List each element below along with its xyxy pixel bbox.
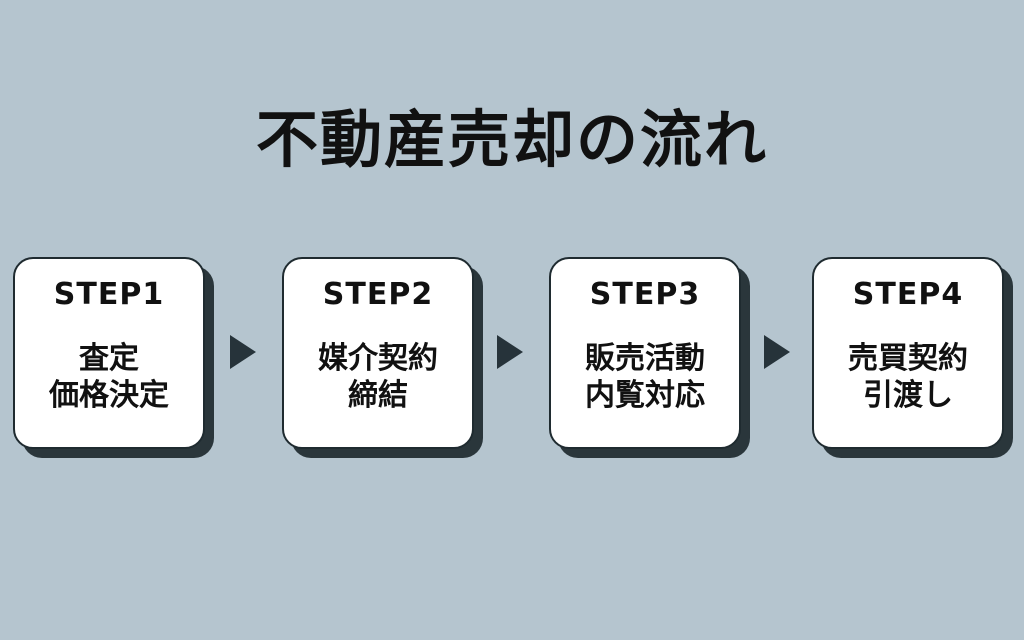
step-label: STEP1 [53,277,165,312]
step-text-line: 売買契約 [848,341,968,376]
arrow-right-icon [230,335,256,369]
step-card-3: STEP3 販売活動 内覧対応 [549,257,741,449]
step-text-line: 内覧対応 [585,378,705,413]
step-text-line: 査定 [79,341,139,376]
step-card-2: STEP2 媒介契約 締結 [282,257,474,449]
step-card-4: STEP4 売買契約 引渡し [812,257,1004,449]
step-text-line: 媒介契約 [318,341,438,376]
arrow-right-icon [497,335,523,369]
diagram-title: 不動産売却の流れ [255,103,768,176]
step-text-line: 締結 [348,378,408,413]
step-label: STEP3 [589,277,701,312]
step-label: STEP4 [852,277,964,312]
step-text-line: 引渡し [863,378,953,413]
arrow-right-icon [764,335,790,369]
step-card-1: STEP1 査定 価格決定 [13,257,205,449]
step-text-line: 価格決定 [49,378,169,413]
step-label: STEP2 [322,277,434,312]
step-text-line: 販売活動 [585,341,705,376]
